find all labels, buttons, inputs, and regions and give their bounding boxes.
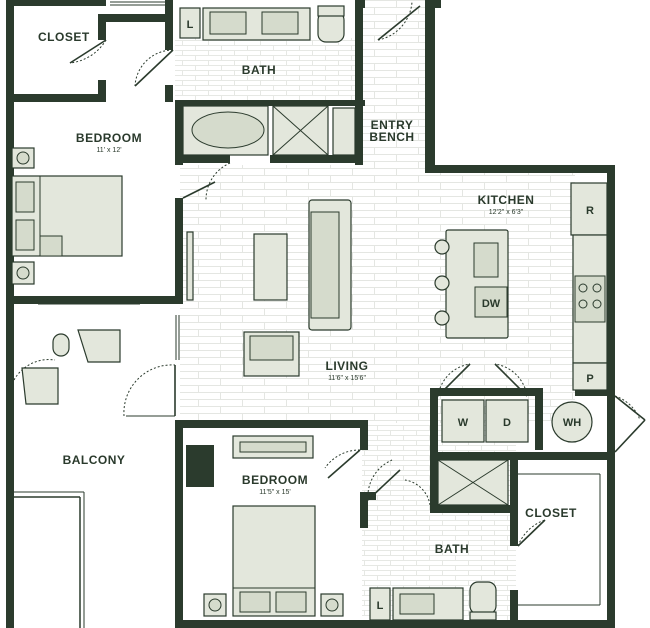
room-labels: CLOSET BATH ENTRY BENCH BEDROOM 11' x 12… <box>38 30 577 556</box>
balcony-railing <box>14 491 85 628</box>
linen-bottom-label: L <box>377 600 384 612</box>
kitchen-fixtures: DW R P <box>434 182 608 391</box>
bedroom-top-size: 11' x 12' <box>96 147 121 154</box>
bedroom-bottom-size: 11'5" x 15' <box>259 489 291 496</box>
closet-bottom-label: CLOSET <box>525 506 577 520</box>
bottom-bedroom-furniture <box>186 435 344 617</box>
windows <box>38 1 180 605</box>
water-heater-label: WH <box>563 417 581 429</box>
linen-top-label: L <box>187 19 194 31</box>
laundry-fixtures: W D WH <box>441 399 593 443</box>
kitchen-label: KITCHEN <box>478 193 535 207</box>
walls <box>6 0 615 628</box>
kitchen-size: 12'2" x 6'3" <box>489 209 524 216</box>
bench-label: BENCH <box>369 130 414 144</box>
top-bedroom-furniture <box>11 147 123 285</box>
refrigerator-label: R <box>586 205 594 217</box>
living-label: LIVING <box>325 359 368 373</box>
closet-top-label: CLOSET <box>38 30 90 44</box>
washer-label: W <box>458 417 469 429</box>
living-furniture <box>21 199 352 405</box>
living-size: 11'6" x 15'6" <box>328 375 366 382</box>
entry-label: ENTRY <box>371 118 414 132</box>
balcony-label: BALCONY <box>63 453 126 467</box>
top-bath-fixtures: L <box>179 5 356 156</box>
dryer-label: D <box>503 417 511 429</box>
bedroom-top-label: BEDROOM <box>76 131 142 145</box>
bedroom-bottom-label: BEDROOM <box>242 473 308 487</box>
pantry-label: P <box>586 373 593 385</box>
bath-top-label: BATH <box>242 63 276 77</box>
bottom-bath-fixtures: L <box>369 459 601 621</box>
dishwasher-label: DW <box>482 298 501 310</box>
doors <box>13 1 646 547</box>
bath-bottom-label: BATH <box>435 542 469 556</box>
